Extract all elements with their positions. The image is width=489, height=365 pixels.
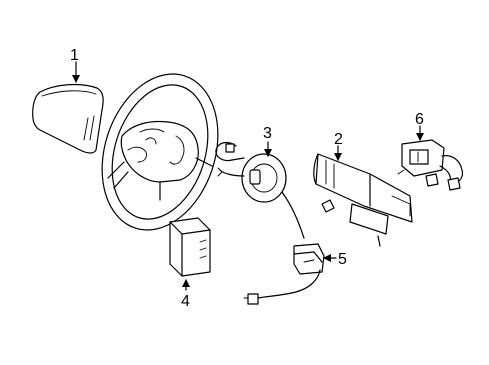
callout-3: 3: [263, 125, 272, 142]
callout-4: 4: [181, 293, 190, 310]
part-1-airbag-cover: [32, 83, 104, 154]
callout-2: 2: [334, 131, 343, 148]
part-2-passenger-airbag: [313, 153, 413, 247]
part-3-clockspring: [215, 141, 305, 239]
steering-wheel: [101, 73, 219, 231]
part-4-control-module: [169, 217, 211, 277]
callout-6: 6: [415, 111, 424, 128]
callout-1: 1: [70, 47, 79, 64]
callout-5: 5: [338, 251, 347, 268]
callout-leaders: [72, 61, 424, 291]
part-5-impact-sensor: [243, 243, 325, 305]
part-6-sensor-bracket: [397, 139, 464, 191]
